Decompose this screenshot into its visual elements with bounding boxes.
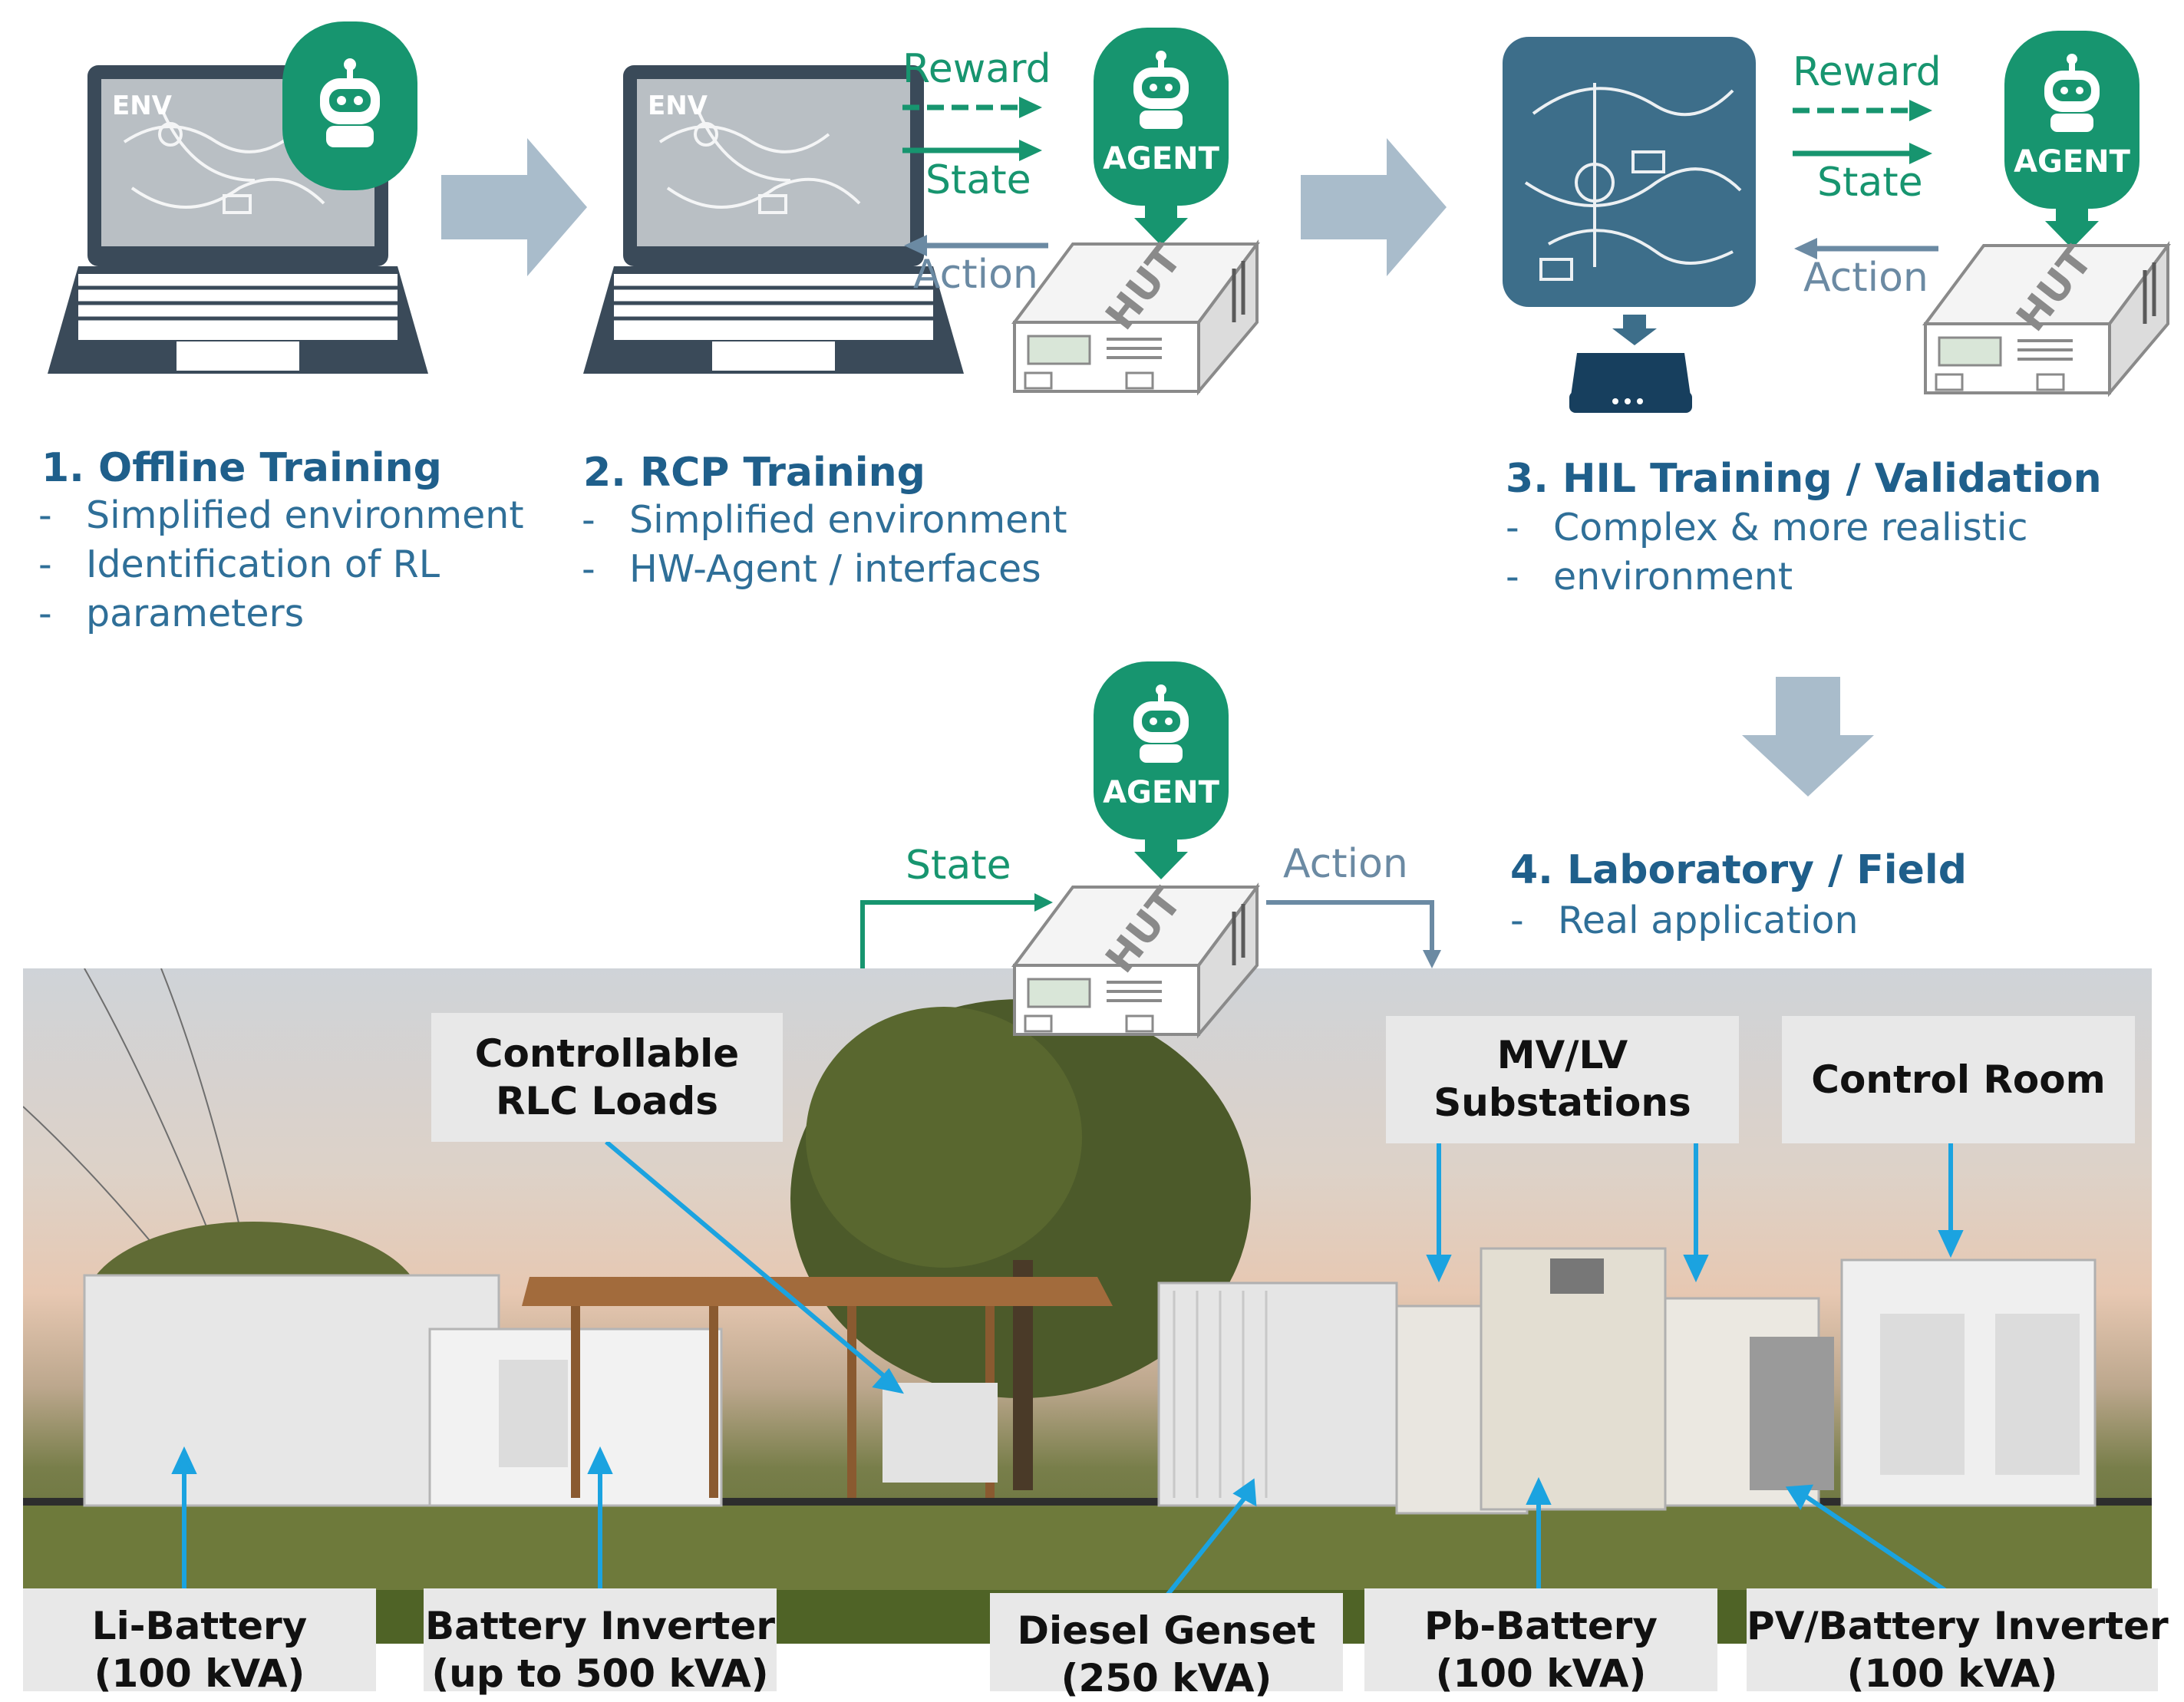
progress-arrow-1 bbox=[441, 138, 587, 276]
agent-label-3: AGENT bbox=[2014, 144, 2130, 180]
stage-2-bullet: HW-Agent / interfaces bbox=[582, 545, 1067, 594]
agent-badge-2: AGENT bbox=[1094, 28, 1229, 206]
robot-icon bbox=[1133, 684, 1189, 763]
label-diesel-genset: Diesel Genset(250 kVA) bbox=[990, 1593, 1343, 1700]
action-label-2: Action bbox=[913, 252, 1038, 298]
stage-1-bullet: Simplified environment bbox=[38, 491, 524, 540]
robot-icon bbox=[2044, 54, 2100, 132]
label-pv-inverter: PV/Battery Inverter(100 kVA) bbox=[1747, 1588, 2169, 1696]
robot-icon bbox=[320, 58, 380, 147]
agent-badge-4: AGENT bbox=[1094, 661, 1229, 839]
stage-1-title: 1. Offline Training bbox=[41, 445, 442, 491]
agent-label-2: AGENT bbox=[1103, 141, 1219, 176]
stage-3-bullet-cont: environment bbox=[1506, 552, 2028, 602]
hil-computer-box bbox=[1569, 315, 1692, 413]
state-label-2: State bbox=[925, 157, 1031, 203]
stage-1-bullets: Simplified environment Identification of… bbox=[38, 491, 524, 638]
agent-down-arrow-2 bbox=[1134, 201, 1188, 246]
stage-4-bullet: Real application bbox=[1510, 896, 1859, 945]
agent-badge-1 bbox=[282, 21, 417, 190]
stage-2-bullets: Simplified environment HW-Agent / interf… bbox=[582, 496, 1067, 594]
agent-down-arrow-3 bbox=[2045, 204, 2099, 249]
state-label-3: State bbox=[1817, 160, 1923, 206]
state-label-4: State bbox=[906, 843, 1011, 889]
label-control-room: Control Room bbox=[1782, 1016, 2135, 1143]
stage-3-title: 3. HIL Training / Validation bbox=[1506, 456, 2102, 502]
stage-3-bullet: Complex & more realistic bbox=[1506, 503, 2028, 552]
stage-4-title: 4. Laboratory / Field bbox=[1510, 847, 1967, 893]
reward-label-2: Reward bbox=[902, 46, 1051, 92]
hil-simulator-panel bbox=[1503, 37, 1756, 307]
env-label-2: ENV bbox=[648, 91, 708, 121]
stage-3-bullets: Complex & more realistic environment bbox=[1506, 503, 2028, 602]
flow-arrows-3 bbox=[1793, 100, 1938, 259]
hut-device-3 bbox=[1922, 240, 2171, 397]
label-li-battery: Li-Battery(100 kVA) bbox=[23, 1588, 376, 1696]
action-label-3: Action bbox=[1803, 255, 1928, 301]
stage-2-bullet: Simplified environment bbox=[582, 496, 1067, 545]
reward-label-3: Reward bbox=[1793, 49, 1942, 95]
label-battery-inverter: Battery Inverter(up to 500 kVA) bbox=[424, 1588, 777, 1696]
label-pb-battery: Pb-Battery(100 kVA) bbox=[1364, 1588, 1717, 1696]
stage-1-bullet-cont: parameters bbox=[38, 589, 524, 638]
hut-device-2 bbox=[1011, 239, 1260, 396]
hut-device-4 bbox=[1011, 882, 1260, 1039]
stage-2-title: 2. RCP Training bbox=[583, 450, 925, 496]
agent-down-arrow-4 bbox=[1134, 835, 1188, 879]
progress-arrow-2 bbox=[1301, 138, 1447, 276]
robot-icon bbox=[1133, 51, 1189, 129]
stage-4-bullets: Real application bbox=[1510, 896, 1859, 945]
agent-badge-3: AGENT bbox=[2004, 31, 2139, 209]
flow-arrows-4 bbox=[860, 893, 1441, 968]
env-label-1: ENV bbox=[112, 91, 172, 121]
stage-1-bullet: Identification of RL bbox=[38, 540, 524, 589]
agent-label-4: AGENT bbox=[1103, 775, 1219, 810]
laptop-2 bbox=[583, 65, 964, 374]
action-label-4: Action bbox=[1283, 841, 1408, 887]
progress-arrow-down bbox=[1742, 677, 1874, 797]
flow-arrows-2 bbox=[902, 97, 1048, 256]
